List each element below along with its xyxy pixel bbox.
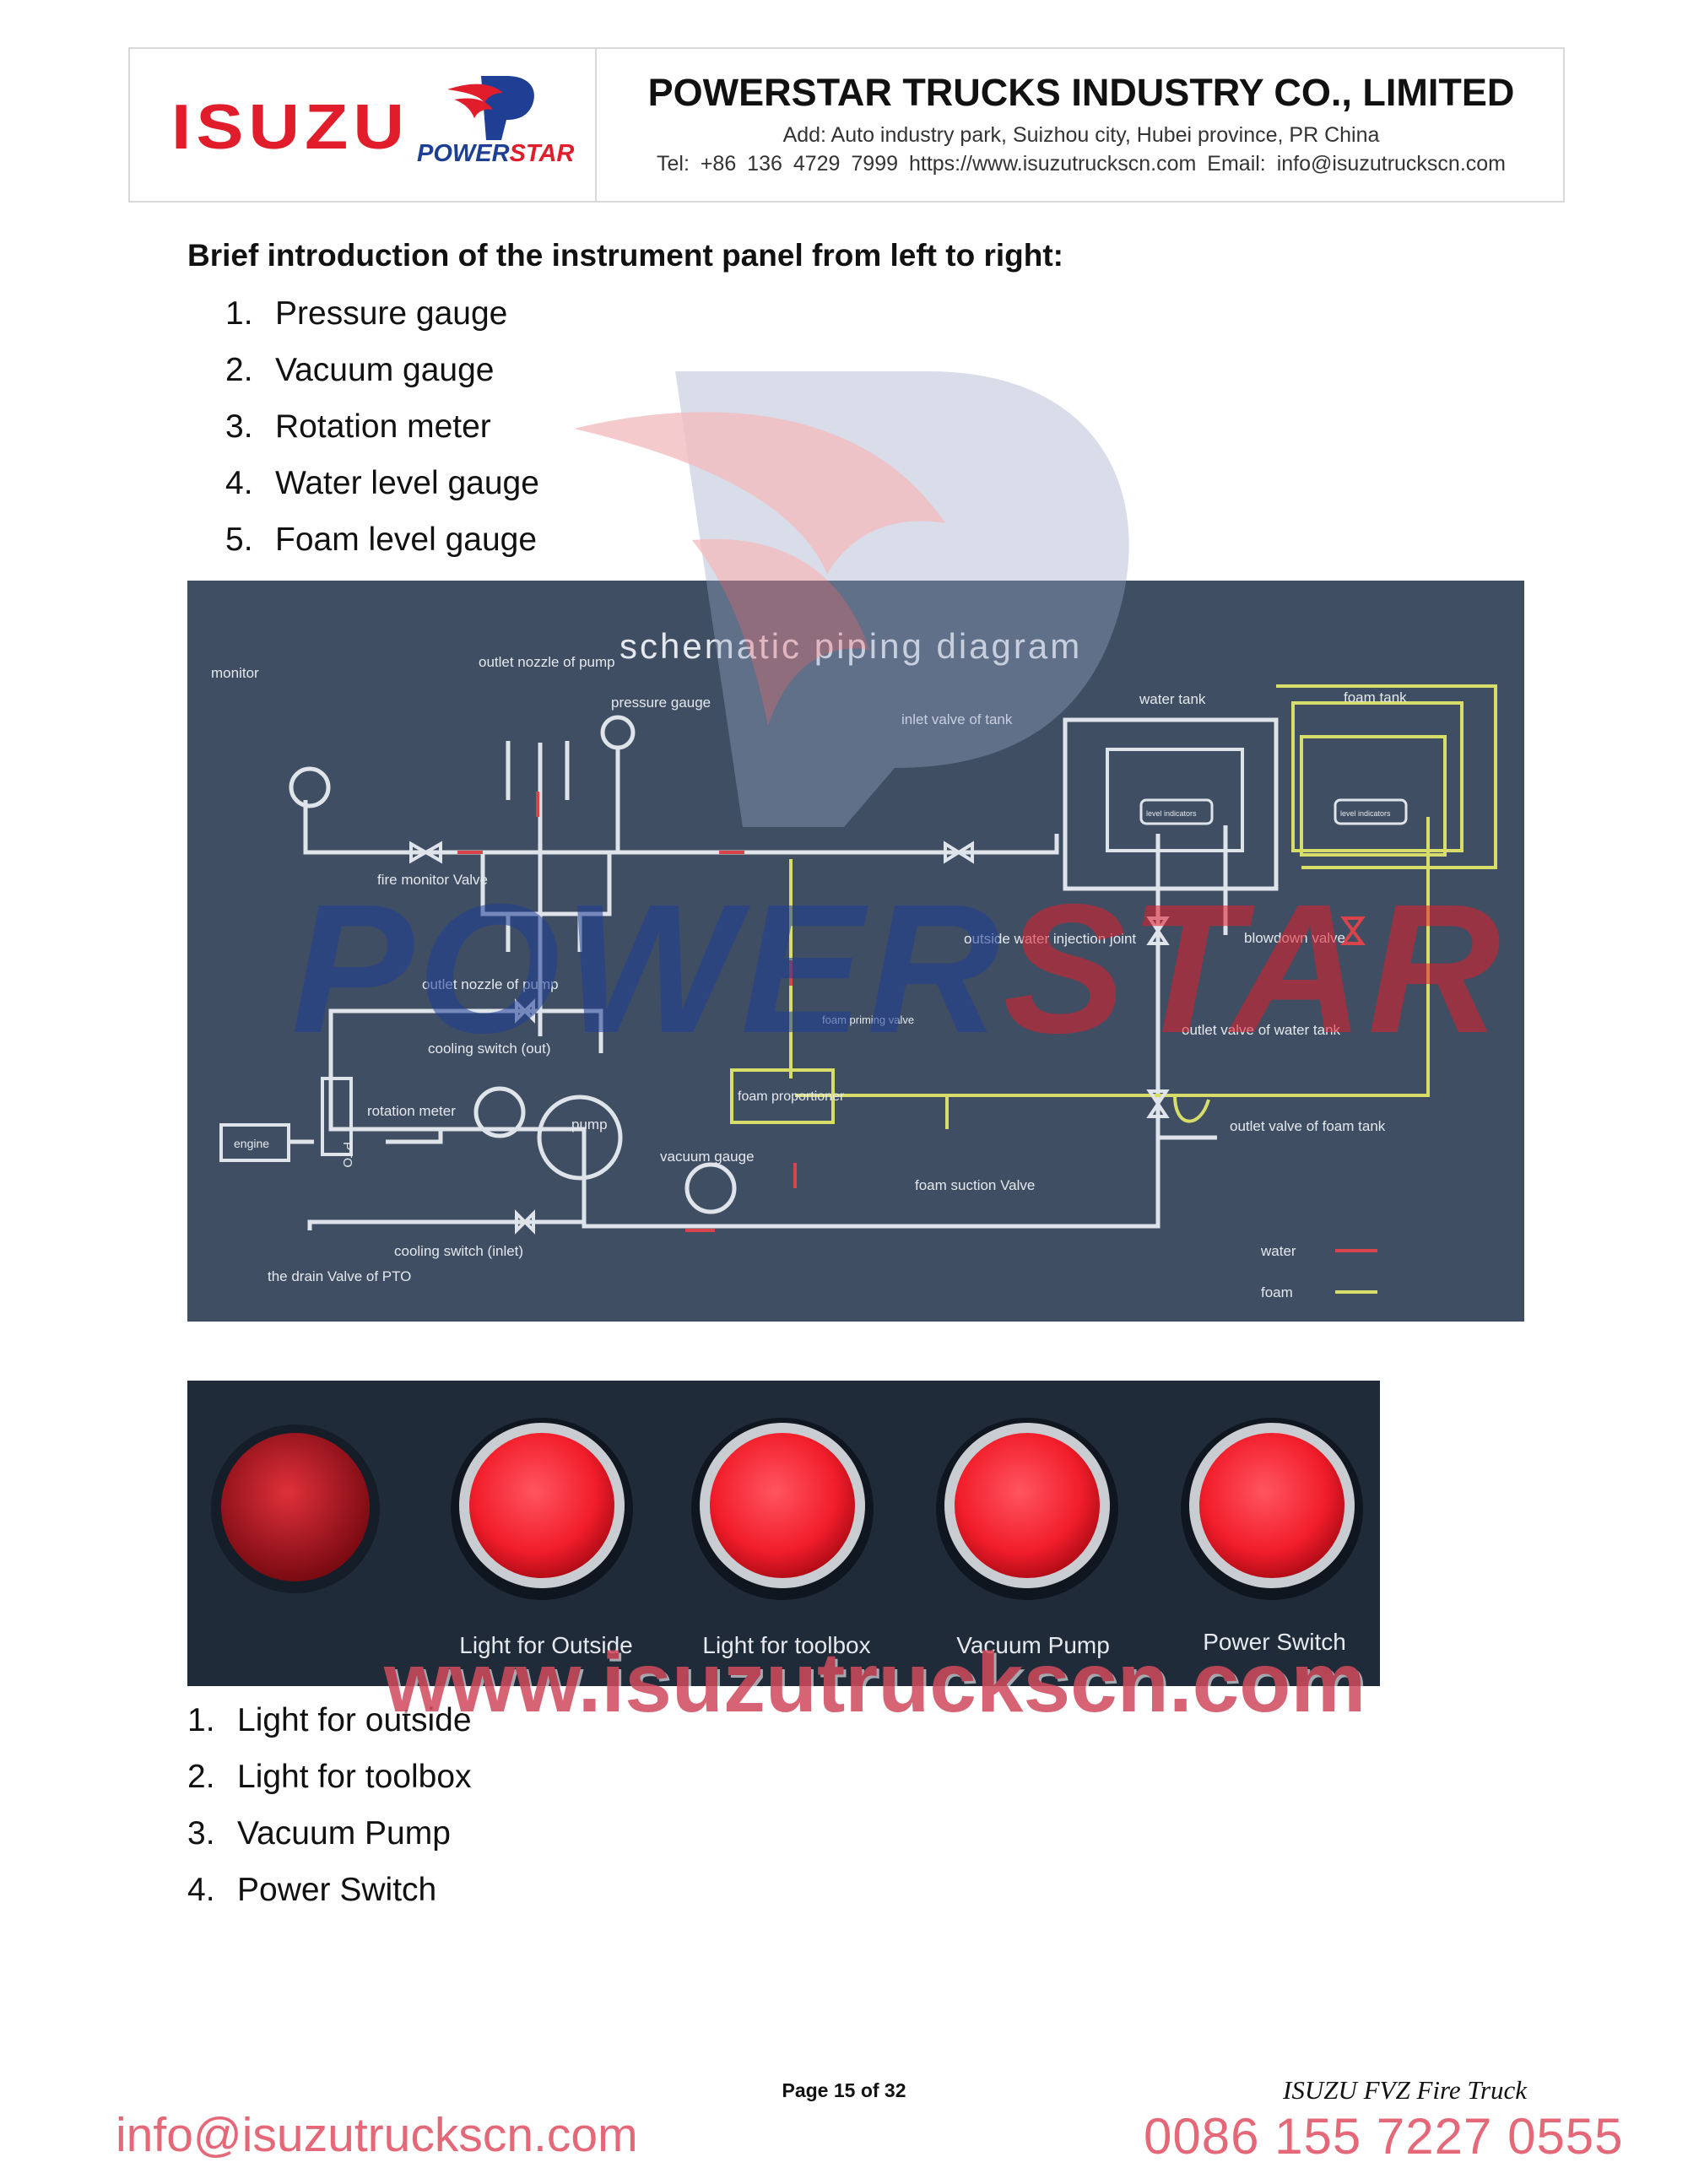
water-tank-box (1063, 717, 1279, 891)
vacuum-pump-button (936, 1418, 1118, 1600)
foam-proportioner-box (730, 1068, 835, 1124)
label-level-indicators-foam: level indicators (1340, 809, 1391, 818)
label-cooling-out: cooling switch (out) (428, 1041, 551, 1057)
label-pressure-gauge: pressure gauge (611, 695, 711, 711)
label-level-indicators-water: level indicators (1146, 809, 1197, 818)
label-outside-injection: outside water injection joint (964, 931, 1136, 947)
light-outside-button (451, 1418, 633, 1600)
powerstar-watermark: POWERSTAR (291, 878, 1504, 1062)
vacuum-gauge-symbol (684, 1162, 737, 1214)
list-text: Vacuum gauge (275, 352, 495, 388)
label-power-switch: Power Switch (1203, 1629, 1346, 1655)
list-text: Rotation meter (275, 408, 491, 445)
rotation-meter-symbol (473, 1086, 526, 1138)
power-switch-button (1181, 1418, 1363, 1600)
list-number: 1. (187, 1702, 215, 1738)
valve-symbols (409, 841, 1170, 1235)
legend-foam-label: foam (1261, 1284, 1293, 1300)
powerstar-watermark-eagle-icon (574, 371, 1129, 827)
foam-tank-box (1300, 735, 1447, 857)
list-text: Foam level gauge (275, 522, 538, 558)
button-labels: Light for Outside Light for toolbox Vacu… (459, 1629, 1346, 1658)
list-number: 4. (187, 1872, 215, 1908)
label-outlet-nozzle-top: outlet nozzle of pump (479, 654, 615, 670)
label-blowdown-valve: blowdown valve (1244, 930, 1345, 946)
list-number: 5. (225, 522, 253, 558)
light-toolbox-button (691, 1418, 874, 1600)
letterhead-box (128, 47, 1565, 203)
list-text: Water level gauge (275, 465, 539, 501)
isuzu-logo: ISUZU (171, 90, 409, 163)
label-water-tank: water tank (1139, 691, 1206, 707)
list-number: 2. (187, 1759, 215, 1795)
label-vacuum-gauge: vacuum gauge (660, 1149, 755, 1165)
monitor-symbol (289, 766, 331, 808)
list-number: 4. (225, 465, 253, 501)
water-flow-markers (457, 792, 797, 1232)
label-outlet-valve-foam: outlet valve of foam tank (1230, 1118, 1386, 1134)
footer-phone: 0086 155 7227 0555 (1144, 2108, 1624, 2165)
label-engine: engine (234, 1137, 269, 1150)
label-outlet-nozzle-bottom: outlet nozzle of pump (422, 976, 559, 992)
website-watermark: www.isuzutruckscn.com (384, 1635, 1366, 1730)
pressure-gauge-symbol (600, 715, 636, 750)
pump-symbol (537, 1095, 623, 1181)
list-text: Power Switch (237, 1872, 437, 1908)
list-text: Light for outside (237, 1702, 472, 1738)
indicator-lamp (221, 1433, 370, 1581)
company-name: POWERSTAR TRUCKS INDUSTRY CO., LIMITED (647, 71, 1515, 114)
logo-star: STAR (509, 140, 575, 167)
diagram-labels: monitor outlet nozzle of pump pressure g… (211, 654, 1407, 1300)
list-text: Vacuum Pump (237, 1815, 451, 1852)
list-number: 2. (225, 352, 253, 388)
list-number: 3. (187, 1815, 215, 1852)
list-text: Light for toolbox (237, 1759, 472, 1795)
label-pto: PTO (340, 1142, 354, 1168)
powerstar-logo-text: POWERSTAR (417, 142, 574, 166)
label-foam-priming-valve: foam priming valve (822, 1014, 914, 1026)
letterhead-divider (595, 49, 597, 201)
document-title: ISUZU FVZ Fire Truck (1283, 2075, 1528, 2105)
diagram-title: schematic piping diagram (619, 626, 1082, 666)
label-inlet-valve: inlet valve of tank (901, 711, 1013, 727)
company-contact: Tel: +86 136 4729 7999 https://www.isuzu… (656, 152, 1506, 176)
label-light-toolbox: Light for toolbox (702, 1632, 870, 1658)
watermark-star: STAR (1003, 867, 1504, 1072)
logo-power: POWER (417, 140, 510, 167)
label-foam-proportioner: foam proportioner (738, 1089, 845, 1104)
list-text: Pressure gauge (275, 295, 508, 332)
foam-pipes (789, 684, 1497, 1129)
pto-box (321, 1077, 353, 1156)
schematic-piping-diagram-photo: schematic piping diagram (187, 581, 1524, 1322)
label-monitor: monitor (211, 665, 259, 681)
label-fire-monitor-valve: fire monitor Valve (377, 872, 488, 888)
footer-email: info@isuzutruckscn.com (116, 2108, 638, 2162)
page-number: Page 15 of 32 (782, 2079, 906, 2101)
label-pump: pump (571, 1116, 608, 1133)
company-address: Add: Auto industry park, Suizhou city, H… (782, 123, 1380, 147)
label-foam-suction-valve: foam suction Valve (915, 1177, 1035, 1193)
list-number: 1. (225, 295, 253, 332)
label-rotation-meter: rotation meter (367, 1103, 456, 1119)
list-number: 3. (225, 408, 253, 445)
label-vacuum-pump: Vacuum Pump (956, 1632, 1110, 1658)
powerstar-eagle-icon (447, 76, 534, 140)
label-foam-tank: foam tank (1344, 689, 1407, 705)
legend-water-label: water (1260, 1243, 1296, 1259)
control-buttons-photo: Light for Outside Light for toolbox Vacu… (187, 1381, 1380, 1686)
label-outlet-valve-water: outlet valve of water tank (1182, 1022, 1341, 1038)
label-drain-valve: the drain Valve of PTO (268, 1268, 411, 1284)
engine-box (219, 1123, 290, 1162)
label-light-outside: Light for Outside (459, 1632, 632, 1658)
label-cooling-in: cooling switch (inlet) (394, 1243, 523, 1259)
section-heading: Brief introduction of the instrument pan… (187, 238, 1064, 273)
watermark-power: POWER (291, 867, 1004, 1072)
